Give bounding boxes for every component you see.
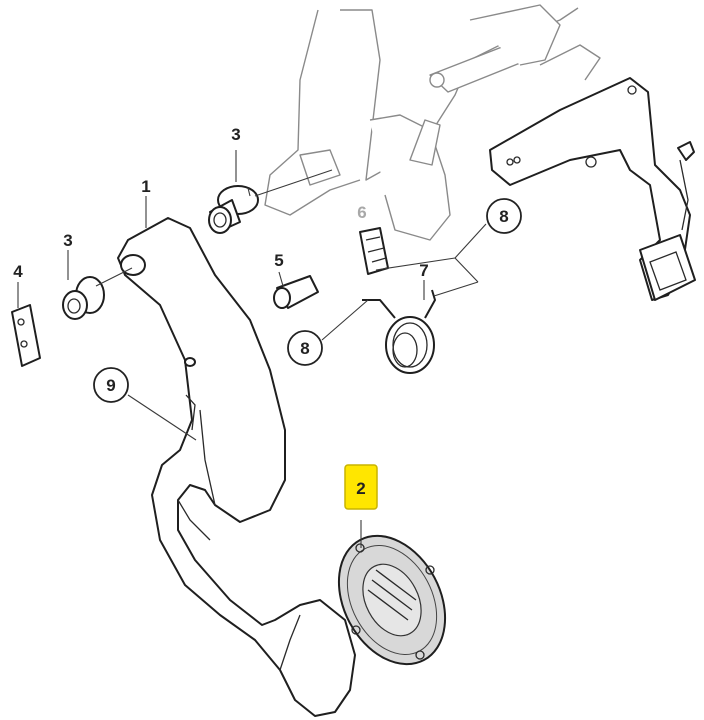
callout-6: 6 — [357, 203, 366, 222]
callout-3-lower: 3 — [63, 231, 72, 250]
callout-5-label: 5 — [274, 251, 283, 270]
callout-5: 5 — [274, 251, 283, 270]
callout-3-upper: 3 — [231, 125, 240, 144]
callout-8-upper-label: 8 — [499, 207, 508, 226]
callout-9: 9 — [93, 367, 129, 403]
callout-7-label: 7 — [419, 261, 428, 280]
callout-4: 4 — [13, 262, 23, 281]
pedal-arm — [117, 217, 356, 717]
callout-9-label: 9 — [106, 376, 115, 395]
callout-8-upper: 8 — [486, 198, 522, 234]
clip — [11, 304, 41, 367]
callout-7: 7 — [419, 261, 428, 280]
support-bracket — [264, 4, 601, 241]
bush-upper — [208, 185, 259, 234]
highlight-box — [344, 464, 378, 510]
callout-4-label: 4 — [13, 262, 23, 281]
callout-1-label: 1 — [141, 177, 150, 196]
pedal-pad — [337, 534, 447, 666]
callout-2-highlighted: 2 — [344, 464, 378, 510]
callout-6-label: 6 — [357, 203, 366, 222]
clip-grey — [359, 227, 389, 275]
callout-8-lower: 8 — [287, 330, 323, 366]
leader-lines — [17, 150, 487, 548]
callout-8-lower-label: 8 — [300, 339, 309, 358]
callout-1: 1 — [141, 177, 150, 196]
spring — [362, 289, 436, 374]
callout-2-label: 2 — [356, 479, 365, 498]
bush-lower — [62, 276, 105, 320]
callout-3-lower-label: 3 — [63, 231, 72, 250]
callout-3-upper-label: 3 — [231, 125, 240, 144]
buffer — [273, 275, 319, 309]
switch-bracket — [489, 77, 696, 301]
